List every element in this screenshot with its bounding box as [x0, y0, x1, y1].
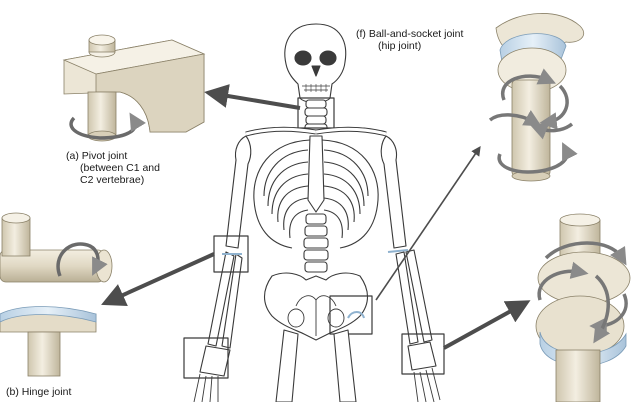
left-arm	[193, 135, 252, 402]
hinge-joint-title: (b) Hinge joint	[6, 386, 72, 398]
hip-joint-highlight-box	[329, 295, 373, 335]
sternum	[307, 135, 325, 213]
left-wrist-highlight-box	[183, 337, 229, 379]
hinge-callout-arrow	[101, 252, 215, 307]
pivot-joint-model-icon	[62, 34, 206, 142]
ball-socket-joint-label: (f) Ball-and-socket joint (hip joint)	[356, 28, 463, 52]
right-arm	[380, 135, 441, 402]
pivot-joint-title: (a) Pivot joint	[66, 150, 128, 162]
ball-callout-arrow	[375, 146, 481, 301]
ribcage	[253, 139, 379, 249]
callout-arrows	[101, 84, 531, 350]
pivot-callout-arrow	[204, 84, 301, 110]
saddle-joint-model-icon	[535, 213, 631, 402]
saddle-callout-arrow	[443, 300, 531, 350]
skull	[284, 23, 347, 104]
pivot-joint-label: (a) Pivot joint (between C1 and C2 verte…	[66, 150, 160, 186]
ball-and-socket-model-icon	[488, 13, 585, 182]
hinge-joint-label: (b) Hinge joint	[6, 386, 71, 398]
ball-socket-joint-location: (hip joint)	[378, 40, 422, 52]
pivot-joint-location-line2: C2 vertebrae)	[80, 174, 145, 186]
lumbar-vertebrae	[303, 213, 329, 273]
ball-socket-joint-title: (f) Ball-and-socket joint	[356, 28, 464, 40]
hinge-joint-model-icon	[0, 212, 113, 377]
right-wrist-highlight-box	[401, 333, 445, 375]
pivot-joint-location-line1: (between C1 and	[80, 162, 160, 174]
pivot-joint-highlight-box	[297, 97, 335, 129]
cervical-vertebrae	[304, 99, 328, 133]
skeleton-illustration	[183, 23, 445, 402]
